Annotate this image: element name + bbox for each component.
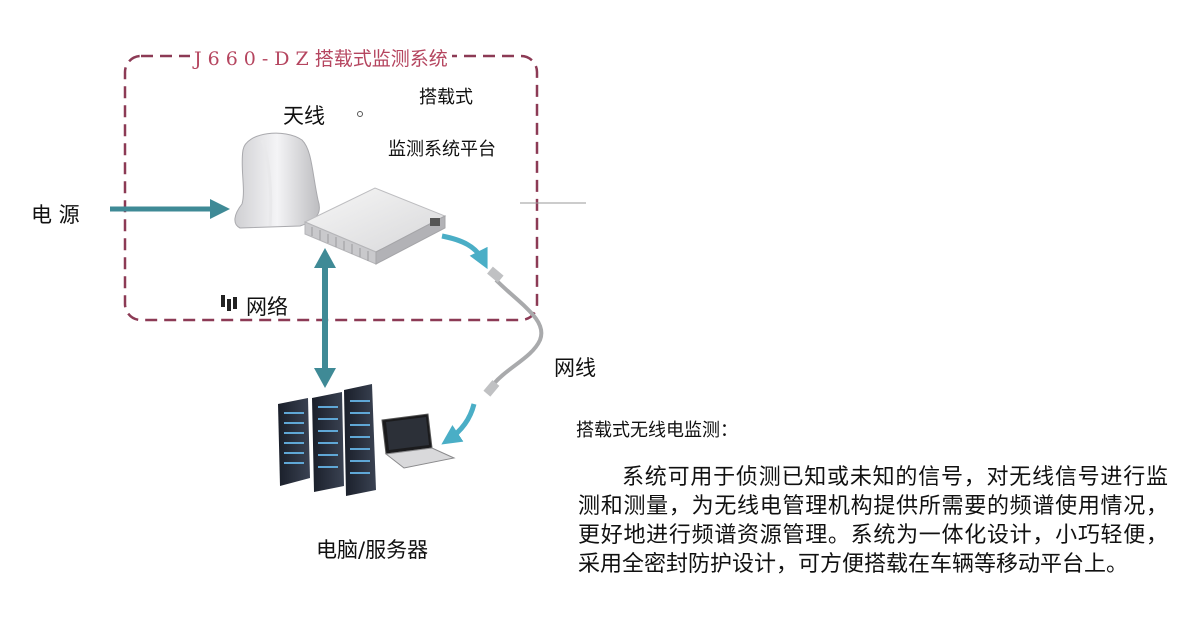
antenna-icon — [234, 132, 320, 229]
computer-label: 电脑/服务器 — [316, 538, 429, 562]
system-frame — [123, 54, 539, 322]
monitoring-box-icon — [303, 187, 447, 265]
cable-arrow-top — [441, 233, 488, 270]
frame-title-name: 搭载式监测系统 — [314, 48, 448, 70]
description-heading: 搭载式无线电监测： — [576, 420, 738, 441]
network-arrow — [314, 248, 336, 388]
cable-label: 网线 — [554, 356, 596, 380]
frame-title: J660-DZ搭载式监测系统 — [190, 44, 452, 71]
network-icon — [221, 295, 237, 311]
platform-label-line2: 监测系统平台 — [388, 139, 496, 160]
antenna-label: 天线 — [283, 104, 325, 128]
frame-title-code: J660-DZ — [194, 48, 315, 70]
network-cable-icon — [483, 266, 544, 397]
platform-label-line1: 搭载式 — [419, 87, 473, 108]
power-label: 电 源 — [31, 203, 80, 227]
network-label: 网络 — [246, 295, 288, 319]
description-body: 系统可用于侦测已知或未知的信号，对无线信号进行监测和测量，为无线电管理机构提供所… — [578, 465, 1168, 577]
cable-arrow-bottom — [441, 403, 477, 445]
laptop-icon — [381, 413, 456, 469]
server-rack-icon — [278, 384, 376, 496]
small-marker-icon — [357, 111, 363, 117]
